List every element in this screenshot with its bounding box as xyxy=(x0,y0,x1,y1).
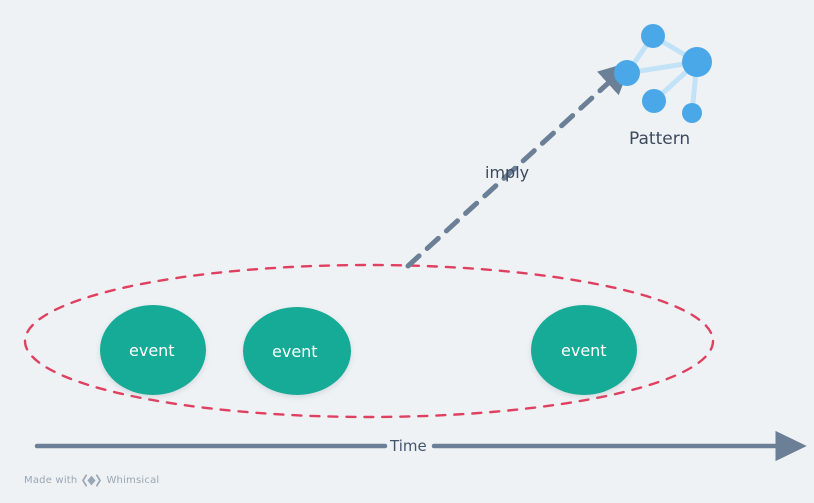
event-node-2[interactable] xyxy=(243,307,351,395)
pattern-node-n1[interactable] xyxy=(641,24,665,48)
event-node-3[interactable] xyxy=(531,305,637,395)
watermark-brand: Whimsical xyxy=(106,475,160,486)
pattern-node-n5[interactable] xyxy=(682,103,702,123)
pattern-node-n2[interactable] xyxy=(614,60,640,86)
time-axis-label: Time xyxy=(390,437,427,455)
pattern-network-nodes xyxy=(614,24,712,123)
pattern-label: Pattern xyxy=(629,129,691,149)
whimsical-diamond-icon xyxy=(82,474,102,487)
watermark-prefix: Made with xyxy=(24,475,78,486)
event-node-1[interactable] xyxy=(100,305,206,395)
pattern-node-n3[interactable] xyxy=(682,47,712,77)
imply-label: imply xyxy=(485,163,530,182)
whimsical-watermark[interactable]: Made with Whimsical xyxy=(24,474,159,487)
imply-arrow xyxy=(405,61,632,269)
pattern-node-n4[interactable] xyxy=(642,89,666,113)
event-group-ellipse xyxy=(23,263,715,419)
